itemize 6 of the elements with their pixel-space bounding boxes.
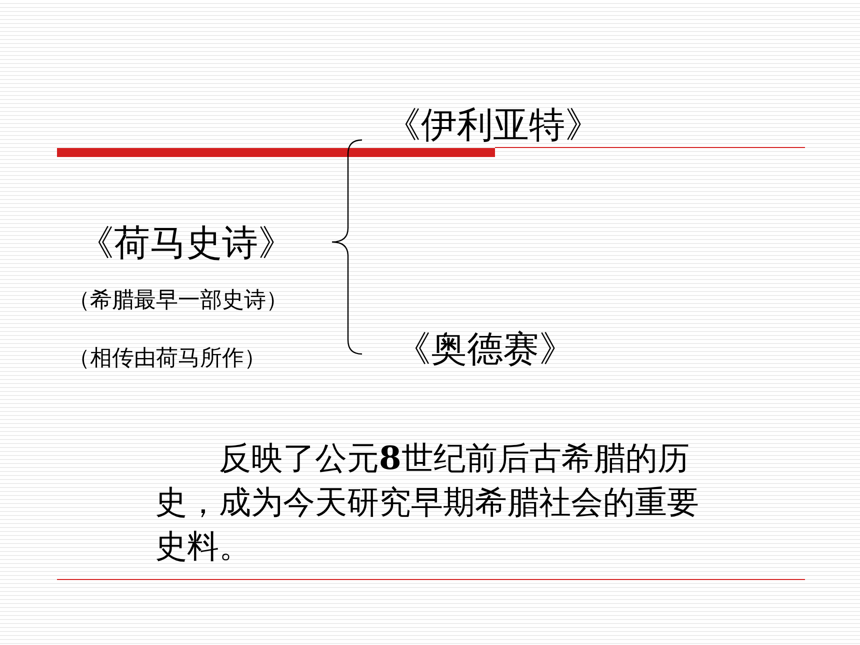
paragraph-text: 反映了公元8世纪前后古希腊的历史，成为今天研究早期希腊社会的重要史料。 (155, 438, 700, 567)
note-text: （希腊最早一部史诗） (68, 288, 288, 314)
note-text: （相传由荷马所作） (68, 346, 266, 372)
title-text: 《伊利亚特》 (385, 104, 601, 148)
title-text: 《荷马史诗》 (78, 222, 294, 266)
title-text: 《奥德赛》 (395, 328, 575, 372)
